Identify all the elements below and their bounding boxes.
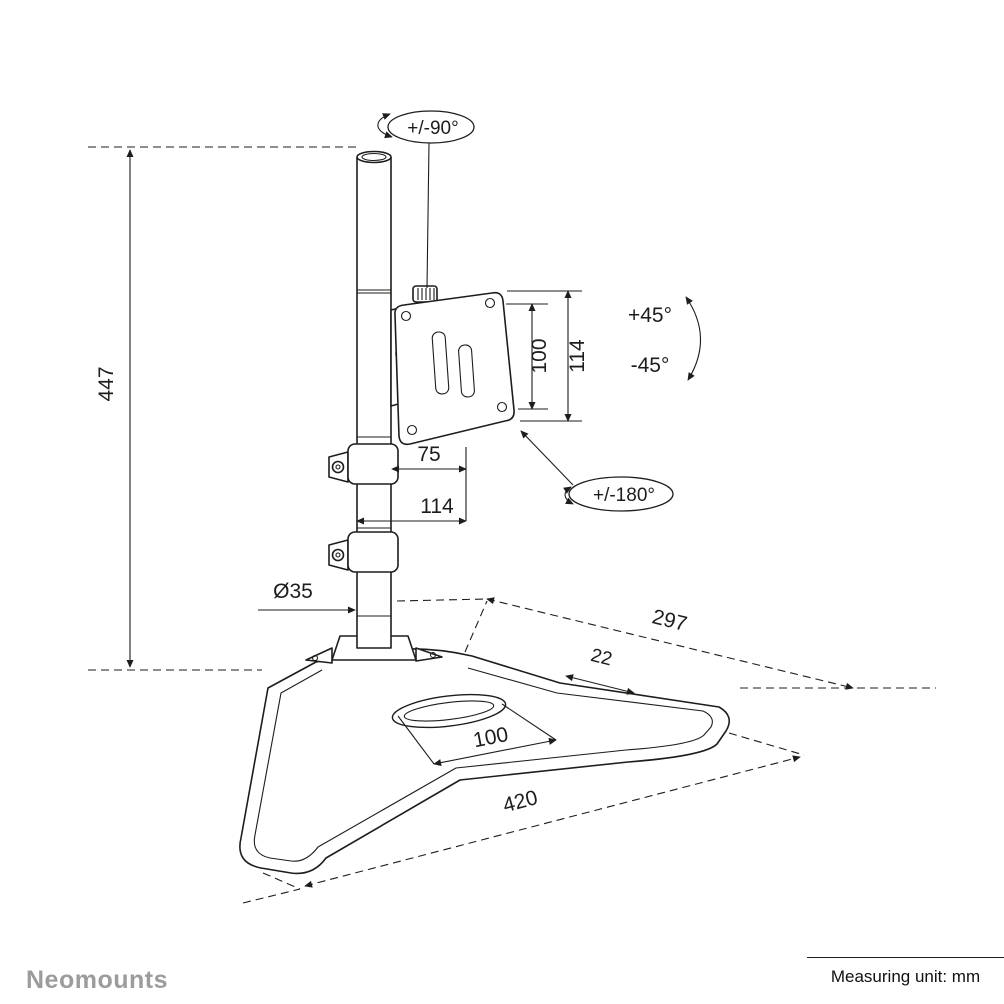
dim-label-447: 447 (95, 366, 118, 401)
dim-base-depth: 297 (486, 597, 854, 690)
angle-tilt-90: +/-90° (377, 110, 475, 289)
angle-swivel-45: +45° -45° (628, 296, 702, 381)
dim-vesa-vertical: 100 114 (506, 290, 589, 422)
dim-label-297: 297 (650, 605, 690, 636)
base-slot-outer (391, 693, 507, 729)
angle-label-minus45: -45° (631, 354, 670, 377)
vesa-slot (431, 331, 450, 395)
pole-clamp-upper (328, 443, 399, 485)
dim-label-vesa-114: 114 (566, 339, 589, 373)
pole-collar (305, 635, 443, 664)
dim-pole-diameter: Ø35 (258, 580, 356, 614)
dim-plate-offset: 75 114 (356, 443, 467, 525)
dim-slot-offset: 22 (565, 645, 635, 695)
angle-label-plus45: +45° (628, 304, 672, 327)
vesa-slot (458, 344, 475, 398)
dim-label-diameter: Ø35 (273, 580, 313, 603)
brand-logo: Neomounts (26, 966, 168, 994)
angle-label-180: +/-180° (593, 485, 655, 506)
vesa-plate-outline (394, 291, 515, 446)
angle-label-90: +/-90° (407, 118, 458, 139)
construction-lines (88, 146, 936, 904)
pole-clamp-lower (328, 531, 399, 573)
dim-height-447: 447 (95, 149, 134, 668)
vesa-hole (406, 424, 418, 436)
vesa-hole (484, 297, 496, 309)
measuring-unit-note: Measuring unit: mm (807, 957, 1004, 987)
pole (356, 150, 392, 649)
dim-label-22: 22 (589, 645, 615, 670)
angle-rotation-180: +/-180° (520, 430, 674, 512)
base-slot-inner (403, 700, 495, 722)
vesa-hole (496, 401, 508, 413)
dim-label-420: 420 (500, 786, 540, 817)
vesa-hole (400, 310, 412, 322)
dim-label-114-width: 114 (420, 495, 454, 518)
vesa-plate (394, 291, 515, 446)
dim-label-vesa-100: 100 (528, 338, 551, 373)
dim-label-75: 75 (417, 443, 440, 466)
base-inner-rim (253, 667, 713, 862)
adjustment-knob (412, 285, 438, 303)
